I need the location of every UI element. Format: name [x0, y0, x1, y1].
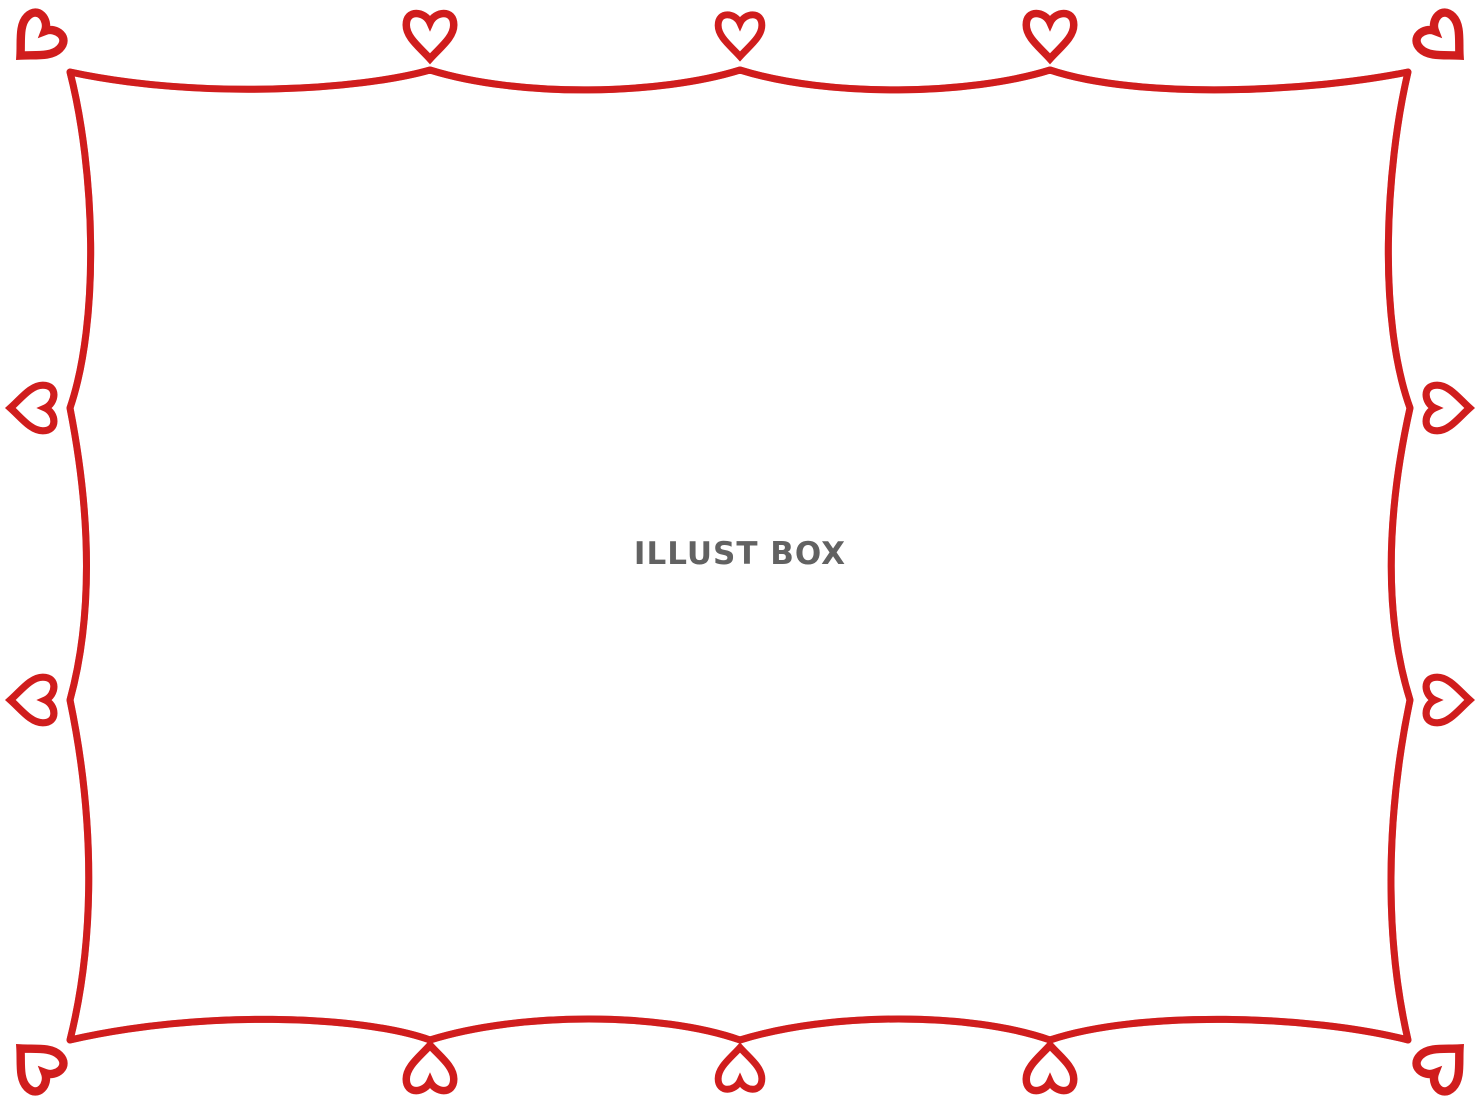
heart-icon — [4, 9, 67, 72]
watermark-text: ILLUST BOX — [633, 536, 847, 572]
heart-icon — [406, 13, 454, 58]
heart-icon — [718, 1048, 762, 1090]
heart-icon — [10, 385, 54, 431]
heart-icon — [1026, 13, 1074, 58]
heart-icon — [406, 1045, 454, 1090]
heart-icon — [1426, 385, 1470, 431]
heart-icon — [10, 677, 54, 723]
heart-icon — [1413, 1032, 1476, 1095]
heart-icon — [718, 15, 762, 57]
heart-icon — [1426, 677, 1470, 723]
heart-icon — [4, 1032, 67, 1095]
heart-icon — [1413, 9, 1476, 72]
frame-border — [66, 66, 1414, 1044]
heart-icon — [1026, 1045, 1074, 1090]
